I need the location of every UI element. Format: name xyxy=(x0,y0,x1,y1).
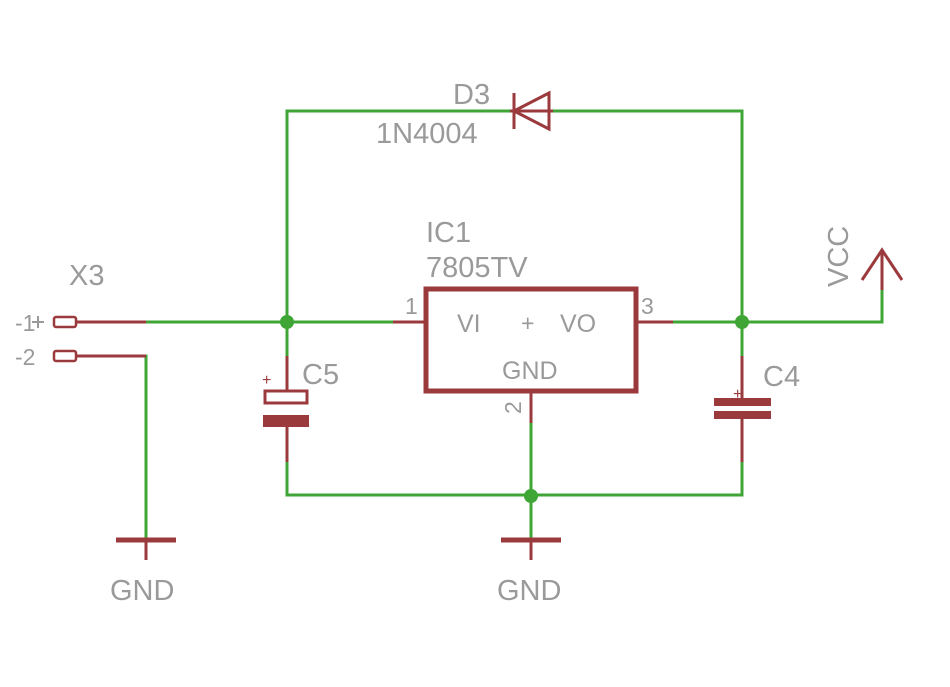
ground-left[interactable]: GND xyxy=(110,537,176,607)
regulator-pin-gnd-label: GND xyxy=(502,357,558,385)
regulator-pin2-number: 2 xyxy=(500,401,526,414)
wire-c4-bottom xyxy=(529,460,744,497)
ground-center-label: GND xyxy=(497,575,561,607)
diode-value-label: 1N4004 xyxy=(376,118,478,150)
diode-ref-label: D3 xyxy=(453,79,490,111)
c5-plate-negative xyxy=(263,415,309,427)
regulator-ic1[interactable]: IC1 7805TV VI VO GND 1 3 2 + xyxy=(393,217,673,423)
junction-input xyxy=(280,315,294,329)
c4-plate-bottom xyxy=(714,411,771,419)
capacitor-c5[interactable]: + C5 xyxy=(262,356,339,462)
c5-polarity-mark: + xyxy=(262,372,271,389)
regulator-pin1-number: 1 xyxy=(405,293,418,319)
connector-pin1-pad xyxy=(52,315,78,329)
junction-output xyxy=(735,315,749,329)
c5-plate-positive xyxy=(263,389,309,405)
c4-plate-top xyxy=(714,398,771,406)
regulator-value-label: 7805TV xyxy=(426,252,528,284)
regulator-center-mark: + xyxy=(521,310,534,336)
ground-center[interactable]: GND xyxy=(497,537,561,607)
c4-ref-label: C4 xyxy=(763,361,800,393)
diode-d3[interactable]: D3 1N4004 xyxy=(376,79,553,150)
wires xyxy=(144,109,884,540)
connector-ref-label: X3 xyxy=(69,260,104,292)
connector-pin2-label: -2 xyxy=(15,344,35,370)
vcc-arrow-icon xyxy=(860,247,904,281)
junction-ground xyxy=(524,489,538,503)
connector-pin2-pad xyxy=(52,349,78,363)
ground-left-label: GND xyxy=(110,575,174,607)
regulator-pin3-number: 3 xyxy=(641,293,654,319)
wire-diode-right xyxy=(551,109,744,324)
regulator-pin-vi-label: VI xyxy=(457,310,481,338)
regulator-pin-vo-label: VO xyxy=(560,310,596,338)
c4-polarity-mark: + xyxy=(733,386,742,403)
regulator-ref-label: IC1 xyxy=(426,217,471,249)
vcc-supply[interactable]: VCC xyxy=(823,226,904,290)
connector-x3[interactable]: X3 -1 -2 xyxy=(15,260,146,370)
connector-pin1-label: -1 xyxy=(15,310,35,336)
wire-output-rail xyxy=(671,288,884,324)
c5-ref-label: C5 xyxy=(302,359,339,391)
capacitor-c4[interactable]: + C4 xyxy=(714,356,800,462)
diode-anode-triangle xyxy=(510,90,551,132)
wire-diode-left xyxy=(285,109,512,324)
wire-c5-bottom xyxy=(285,460,533,497)
vcc-label: VCC xyxy=(823,226,855,287)
junctions xyxy=(280,315,749,503)
